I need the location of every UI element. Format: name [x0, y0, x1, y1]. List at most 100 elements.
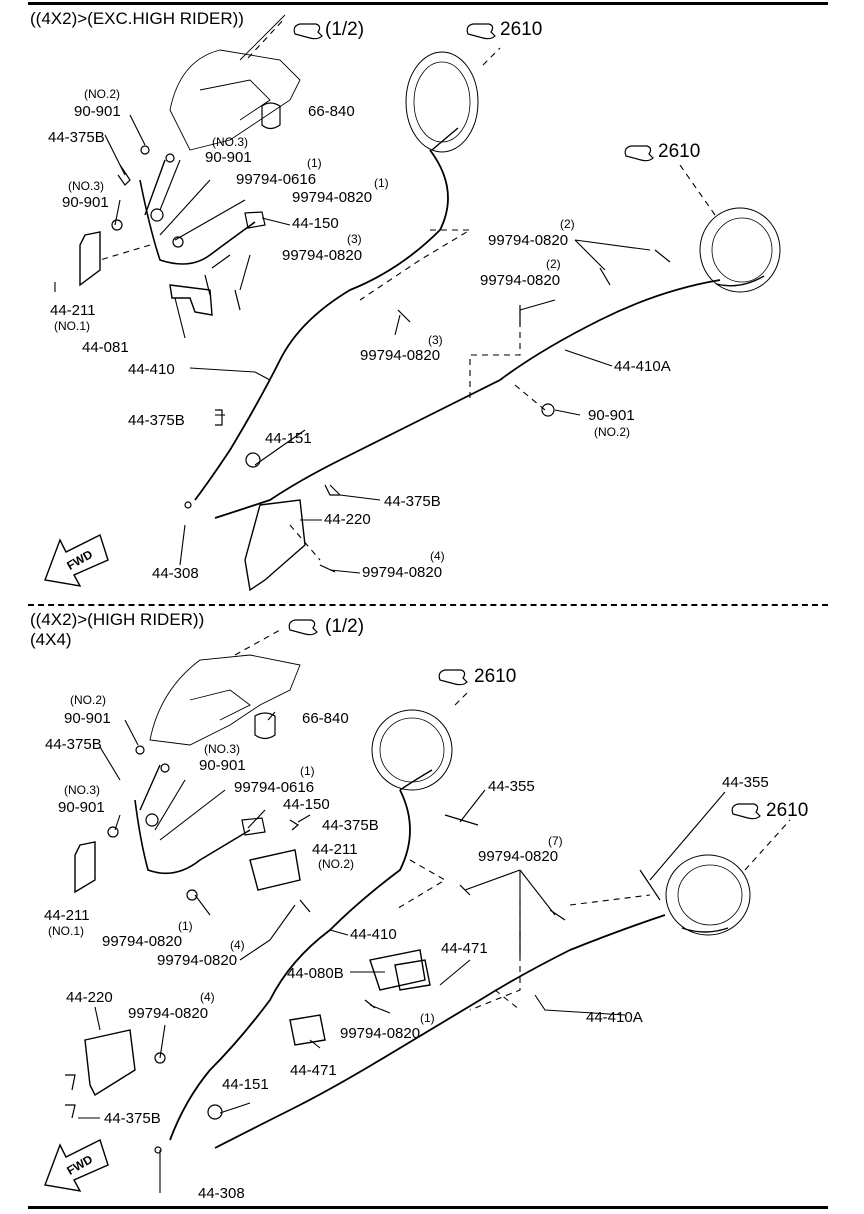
bottom-header-line1: ((4X2)>(HIGH RIDER)): [30, 610, 205, 629]
brake-drum-left-bottom: [371, 709, 453, 791]
bracket-44-211-top: [79, 231, 101, 287]
bottom-label-44-211-b: 44-211: [312, 841, 358, 858]
bottom-label-99794-0616: 99794-0616: [234, 779, 315, 796]
top-ref-half: (1/2): [325, 19, 365, 40]
top-label-44-081: 44-081: [82, 339, 129, 356]
bottom-label-no1: (NO.1): [48, 924, 84, 938]
bottom-label-q1-c: (1): [420, 1011, 435, 1025]
bracket-44-211-no1-bottom: [74, 841, 96, 894]
top-label-44-220: 44-220: [324, 511, 371, 528]
bottom-label-44-355-a: 44-355: [488, 778, 535, 795]
bottom-header-line2: (4X4): [30, 630, 72, 649]
top-label-90-901-d: 90-901: [588, 407, 635, 424]
top-label-90-901-a: 90-901: [74, 103, 121, 120]
bottom-label-44-471-a: 44-471: [441, 940, 488, 957]
top-label-90-901-b: 90-901: [205, 149, 252, 166]
top-label-q2-a: (2): [560, 217, 575, 231]
rear-cable-top: [214, 279, 721, 519]
top-label-no2-b: (NO.2): [594, 425, 630, 439]
top-label-99794-0820-e: 99794-0820: [360, 347, 441, 364]
top-label-no2-a: (NO.2): [84, 87, 120, 101]
equalizer-linkage-top: [139, 179, 256, 265]
bottom-ref-2610-a: 2610: [474, 666, 517, 687]
top-label-44-410: 44-410: [128, 361, 175, 378]
ref-icon-top-2: [466, 23, 496, 40]
ref-icon-bottom-1: [288, 619, 318, 636]
top-label-99794-0820-f: 99794-0820: [362, 564, 443, 581]
bottom-label-99794-0820-d: 99794-0820: [128, 1005, 209, 1022]
bottom-label-44-375b-a: 44-375B: [45, 736, 102, 753]
bottom-label-44-220: 44-220: [66, 989, 113, 1006]
top-label-44-375b-b: 44-375B: [128, 412, 185, 429]
body-frame-outline-top: [169, 14, 301, 151]
equalizer-linkage-bottom: [134, 799, 251, 875]
bottom-border: [28, 1206, 828, 1209]
top-label-q4-a: (4): [430, 549, 445, 563]
bottom-label-44-410: 44-410: [350, 926, 397, 943]
front-cable-bottom: [169, 789, 411, 1141]
bottom-label-44-375b-c: 44-375B: [104, 1110, 161, 1127]
top-ref-2610-b: 2610: [658, 141, 701, 162]
top-label-44-375b-a: 44-375B: [48, 129, 105, 146]
bottom-label-no2-b: (NO.2): [318, 857, 354, 871]
top-label-no3-a: (NO.3): [212, 135, 248, 149]
bottom-section-drawing: [44, 619, 791, 1193]
top-label-q1-b: (1): [374, 176, 389, 190]
top-label-no1-a: (NO.1): [54, 319, 90, 333]
bottom-label-44-151: 44-151: [222, 1076, 269, 1093]
bottom-ref-2610-b: 2610: [766, 800, 809, 821]
top-label-q3-a: (3): [347, 232, 362, 246]
top-label-44-308: 44-308: [152, 565, 199, 582]
brake-drum-right-bottom: [665, 854, 751, 936]
top-label-66-840: 66-840: [308, 103, 355, 120]
bottom-label-no3-a: (NO.3): [204, 742, 240, 756]
bottom-label-q4-a: (4): [230, 938, 245, 952]
bottom-label-q1-b: (1): [178, 919, 193, 933]
bracket-44-220-bottom: [84, 1029, 136, 1097]
ref-icon-top-3: [624, 145, 654, 162]
bracket-44-080b-bottom: [369, 949, 426, 991]
fwd-arrow-top: [44, 534, 109, 587]
bottom-label-44-211: 44-211: [44, 907, 90, 924]
fwd-arrow-bottom: [44, 1139, 109, 1192]
top-border: [28, 2, 828, 5]
pad-44-471-a: [394, 959, 431, 991]
top-label-99794-0616: 99794-0616: [236, 171, 317, 188]
bracket-44-081-top: [169, 284, 213, 316]
bottom-label-99794-0820-b: 99794-0820: [102, 933, 183, 950]
bracket-44-211-no2-bottom: [249, 849, 301, 891]
brake-drum-right-top: [699, 207, 781, 293]
top-label-q2-b: (2): [546, 257, 561, 271]
bottom-label-90-901-b: 90-901: [199, 757, 246, 774]
front-cable-top: [194, 149, 449, 501]
bottom-label-no2-a: (NO.2): [70, 693, 106, 707]
top-label-44-410a: 44-410A: [614, 358, 671, 375]
section-divider: [28, 604, 828, 606]
bottom-label-66-840: 66-840: [302, 710, 349, 727]
body-frame-outline-bottom: [149, 654, 301, 746]
bottom-label-44-355-b: 44-355: [722, 774, 769, 791]
ref-icon-bottom-3: [731, 803, 761, 820]
top-label-44-375b-c: 44-375B: [384, 493, 441, 510]
bracket-44-220-top: [244, 499, 306, 592]
bottom-label-44-375b-b: 44-375B: [322, 817, 379, 834]
top-label-99794-0820-d: 99794-0820: [480, 272, 561, 289]
top-label-no3-b: (NO.3): [68, 179, 104, 193]
bottom-label-q7: (7): [548, 834, 563, 848]
top-label-99794-0820-c: 99794-0820: [488, 232, 569, 249]
top-label-44-211: 44-211: [50, 302, 96, 319]
bottom-label-44-471-b: 44-471: [290, 1062, 337, 1079]
bottom-label-99794-0820-c: 99794-0820: [157, 952, 238, 969]
bottom-label-99794-0820-a: 99794-0820: [478, 848, 559, 865]
bottom-label-q4-b: (4): [200, 990, 215, 1004]
bottom-label-90-901-a: 90-901: [64, 710, 111, 727]
top-section-drawing: [44, 14, 781, 592]
top-label-q3-b: (3): [428, 333, 443, 347]
bottom-label-44-080b: 44-080B: [287, 965, 344, 982]
bottom-label-90-901-c: 90-901: [58, 799, 105, 816]
bottom-label-99794-0820-e: 99794-0820: [340, 1025, 421, 1042]
top-label-90-901-c: 90-901: [62, 194, 109, 211]
ref-icon-top-1: [293, 23, 323, 40]
top-label-q1-a: (1): [307, 156, 322, 170]
